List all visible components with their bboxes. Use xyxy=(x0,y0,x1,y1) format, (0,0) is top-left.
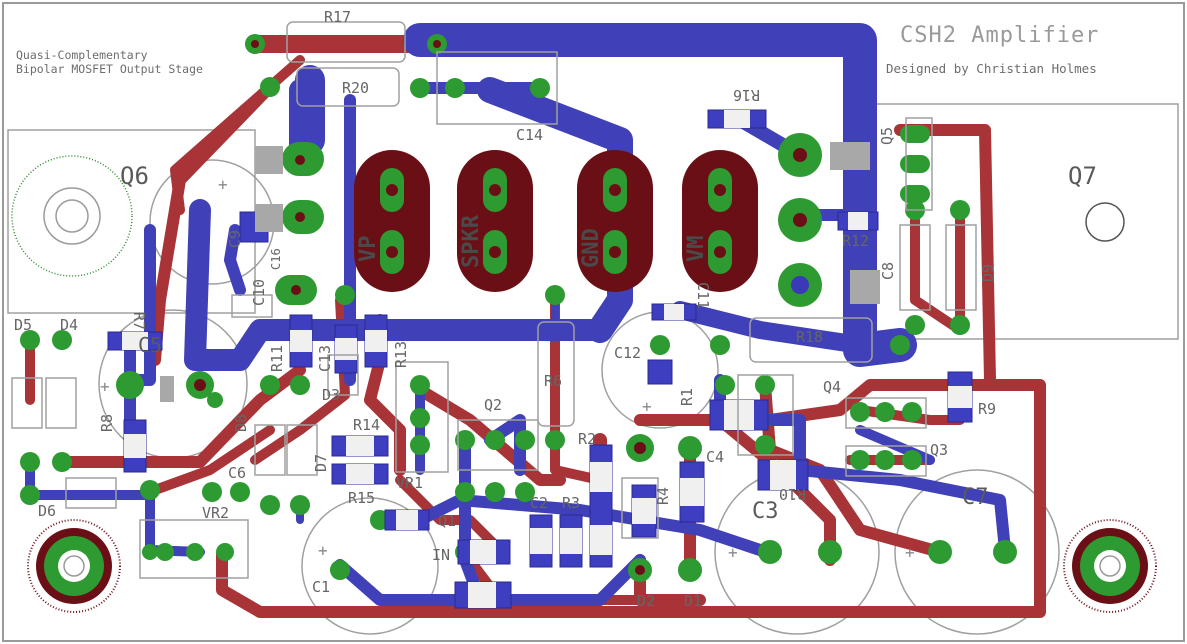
polarity-marks: + + + + + + xyxy=(100,175,915,562)
label-d6: D6 xyxy=(38,502,56,520)
svg-text:+: + xyxy=(318,541,328,560)
label-r12: R12 xyxy=(842,232,869,250)
label-c13: C13 xyxy=(316,345,334,372)
terminal-label-vp: VP xyxy=(356,236,381,263)
terminal-label-spkr: SPKR xyxy=(459,214,484,268)
label-r8: R8 xyxy=(98,414,116,432)
label-c10: C10 xyxy=(250,279,268,306)
label-vr2: VR2 xyxy=(202,504,229,522)
label-q7: Q7 xyxy=(1068,162,1097,190)
svg-text:+: + xyxy=(642,397,652,416)
board-note-line2: Bipolar MOSFET Output Stage xyxy=(16,62,203,76)
q6-heatsink xyxy=(7,129,256,314)
power-terminals xyxy=(354,150,758,292)
label-d1: D1 xyxy=(684,592,702,610)
label-r9: R9 xyxy=(978,400,996,418)
label-r17: R17 xyxy=(324,8,351,26)
label-q4: Q4 xyxy=(823,378,841,396)
board-note-line1: Quasi-Complementary xyxy=(16,48,148,62)
through-hole-pads xyxy=(20,34,1017,582)
label-r4: R4 xyxy=(654,487,672,505)
svg-text:+: + xyxy=(218,175,228,194)
silkscreen-outlines xyxy=(11,21,977,579)
label-q2: Q2 xyxy=(484,396,502,414)
label-c7: C7 xyxy=(962,485,989,510)
board-text: CSH2 Amplifier Designed by Christian Hol… xyxy=(14,8,1099,610)
label-r16: R16 xyxy=(733,86,760,104)
label-r3: R3 xyxy=(562,494,580,512)
label-vr1: VR1 xyxy=(396,474,423,492)
label-c4: C4 xyxy=(706,448,724,466)
label-in: IN xyxy=(432,546,450,564)
label-c12: C12 xyxy=(614,344,641,362)
label-r21: R2 xyxy=(578,430,596,448)
label-d2: D2 xyxy=(637,592,655,610)
label-q1: Q1 xyxy=(438,512,456,530)
q7-heatsink xyxy=(872,103,1179,340)
label-r19: R1 xyxy=(678,388,696,406)
label-r13: R13 xyxy=(392,341,410,368)
svg-text:+: + xyxy=(905,543,915,562)
label-q6: Q6 xyxy=(120,162,149,190)
svg-text:+: + xyxy=(100,377,110,396)
label-d5: D5 xyxy=(14,316,32,334)
label-c1: C1 xyxy=(312,578,330,596)
svg-text:+: + xyxy=(728,543,738,562)
board-credit: Designed by Christian Holmes xyxy=(886,61,1097,76)
label-c11: C11 xyxy=(694,282,712,309)
label-r10: R10 xyxy=(779,485,806,503)
terminal-label-vm: VM xyxy=(684,236,709,263)
label-c8: C8 xyxy=(879,262,897,280)
label-d8: D8 xyxy=(232,414,250,432)
label-c2: C2 xyxy=(530,494,548,512)
to220-bodies xyxy=(160,142,880,402)
smd-components xyxy=(107,109,973,609)
label-r14: R14 xyxy=(353,416,380,434)
label-d9: D9 xyxy=(979,264,997,282)
label-r20: R20 xyxy=(342,79,369,97)
label-c6: C6 xyxy=(228,464,246,482)
label-c9: C9 xyxy=(226,230,244,248)
label-d7: D7 xyxy=(312,454,330,472)
label-c14: C14 xyxy=(516,126,543,144)
label-r15: R15 xyxy=(348,489,375,507)
label-d4: D4 xyxy=(60,316,78,334)
label-r18: R18 xyxy=(796,328,823,346)
label-c5: C5 xyxy=(138,333,162,357)
terminal-label-gnd: GND xyxy=(579,228,604,268)
label-c3: C3 xyxy=(752,499,779,524)
label-c16: C16 xyxy=(269,248,283,270)
board-title: CSH2 Amplifier xyxy=(900,23,1099,48)
mounting-holes xyxy=(27,519,1157,613)
label-r11: R11 xyxy=(268,345,286,372)
label-r7: R7 xyxy=(130,312,148,330)
label-q3: Q3 xyxy=(930,441,948,459)
label-q5: Q5 xyxy=(878,127,896,145)
label-r6: R6 xyxy=(544,372,562,390)
label-d3: D3 xyxy=(322,386,340,404)
